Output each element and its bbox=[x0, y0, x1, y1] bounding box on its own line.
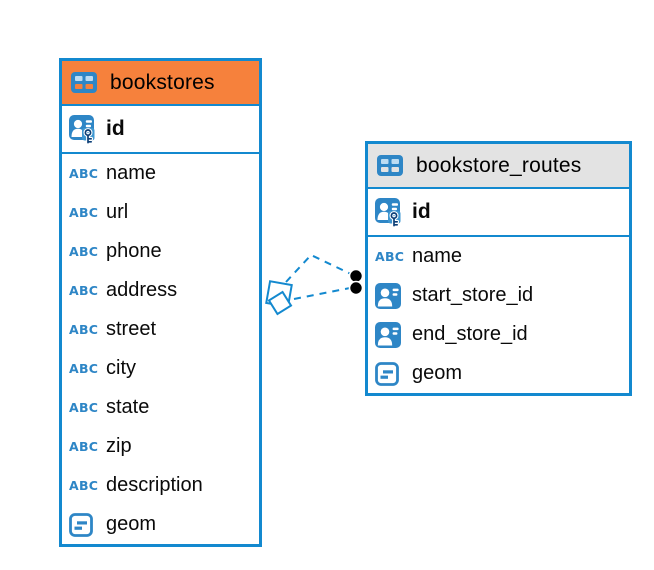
column-name: start_store_id bbox=[412, 284, 534, 306]
column-row-name[interactable]: ABC name bbox=[62, 154, 259, 193]
person-key-icon bbox=[375, 197, 401, 227]
text-type-icon: ABC bbox=[69, 283, 99, 298]
text-type-icon: ABC bbox=[69, 322, 99, 337]
column-name: id bbox=[412, 200, 431, 223]
text-type-icon: ABC bbox=[69, 361, 99, 376]
relationship-line-upper bbox=[285, 253, 354, 283]
geometry-type-icon bbox=[375, 361, 399, 386]
person-ref-icon bbox=[375, 282, 401, 309]
text-type-icon: ABC bbox=[69, 205, 99, 220]
column-row-city[interactable]: ABC city bbox=[62, 349, 259, 388]
column-row-id[interactable]: id bbox=[62, 106, 259, 154]
table-header-bookstores[interactable]: bookstores bbox=[62, 61, 259, 106]
column-row-url[interactable]: ABC url bbox=[62, 193, 259, 232]
column-row-state[interactable]: ABC state bbox=[62, 388, 259, 427]
text-type-icon: ABC bbox=[375, 249, 405, 264]
column-name: address bbox=[106, 279, 178, 301]
column-name: url bbox=[106, 201, 129, 223]
column-name: geom bbox=[106, 513, 157, 535]
column-row-description[interactable]: ABC description bbox=[62, 466, 259, 505]
text-type-icon: ABC bbox=[69, 439, 99, 454]
column-row-start_store_id[interactable]: start_store_id bbox=[368, 276, 629, 315]
text-type-icon: ABC bbox=[69, 166, 99, 181]
text-type-icon: ABC bbox=[69, 478, 99, 493]
column-name: id bbox=[106, 117, 125, 140]
column-name: end_store_id bbox=[412, 323, 528, 345]
column-name: name bbox=[412, 245, 463, 267]
table-header-bookstore-routes[interactable]: bookstore_routes bbox=[368, 144, 629, 189]
person-key-icon bbox=[69, 114, 95, 144]
relationship-diamond-marker bbox=[265, 280, 293, 316]
column-name: description bbox=[106, 474, 203, 496]
column-row-geom[interactable]: geom bbox=[62, 505, 259, 544]
text-type-icon: ABC bbox=[69, 244, 99, 259]
column-row-geom[interactable]: geom bbox=[368, 354, 629, 393]
geometry-type-icon bbox=[69, 512, 93, 537]
table-icon bbox=[377, 155, 403, 176]
relationship-line-lower bbox=[293, 287, 351, 300]
column-row-zip[interactable]: ABC zip bbox=[62, 427, 259, 466]
column-name: name bbox=[106, 162, 157, 184]
column-row-end_store_id[interactable]: end_store_id bbox=[368, 315, 629, 354]
table-title: bookstores bbox=[110, 70, 215, 94]
column-name: state bbox=[106, 396, 150, 418]
column-row-phone[interactable]: ABC phone bbox=[62, 232, 259, 271]
column-name: zip bbox=[106, 435, 132, 457]
column-name: city bbox=[106, 357, 136, 379]
column-row-name[interactable]: ABC name bbox=[368, 237, 629, 276]
person-ref-icon bbox=[375, 321, 401, 348]
column-name: geom bbox=[412, 362, 463, 384]
column-row-address[interactable]: ABC address bbox=[62, 271, 259, 310]
table-icon bbox=[71, 72, 97, 93]
column-name: phone bbox=[106, 240, 162, 262]
text-type-icon: ABC bbox=[69, 400, 99, 415]
table-icon bbox=[71, 72, 101, 93]
column-row-id[interactable]: id bbox=[368, 189, 629, 237]
column-name: street bbox=[106, 318, 157, 340]
table-icon bbox=[377, 155, 407, 176]
table-title: bookstore_routes bbox=[416, 153, 582, 177]
relationship-endpoint-dots bbox=[348, 268, 364, 296]
column-row-street[interactable]: ABC street bbox=[62, 310, 259, 349]
